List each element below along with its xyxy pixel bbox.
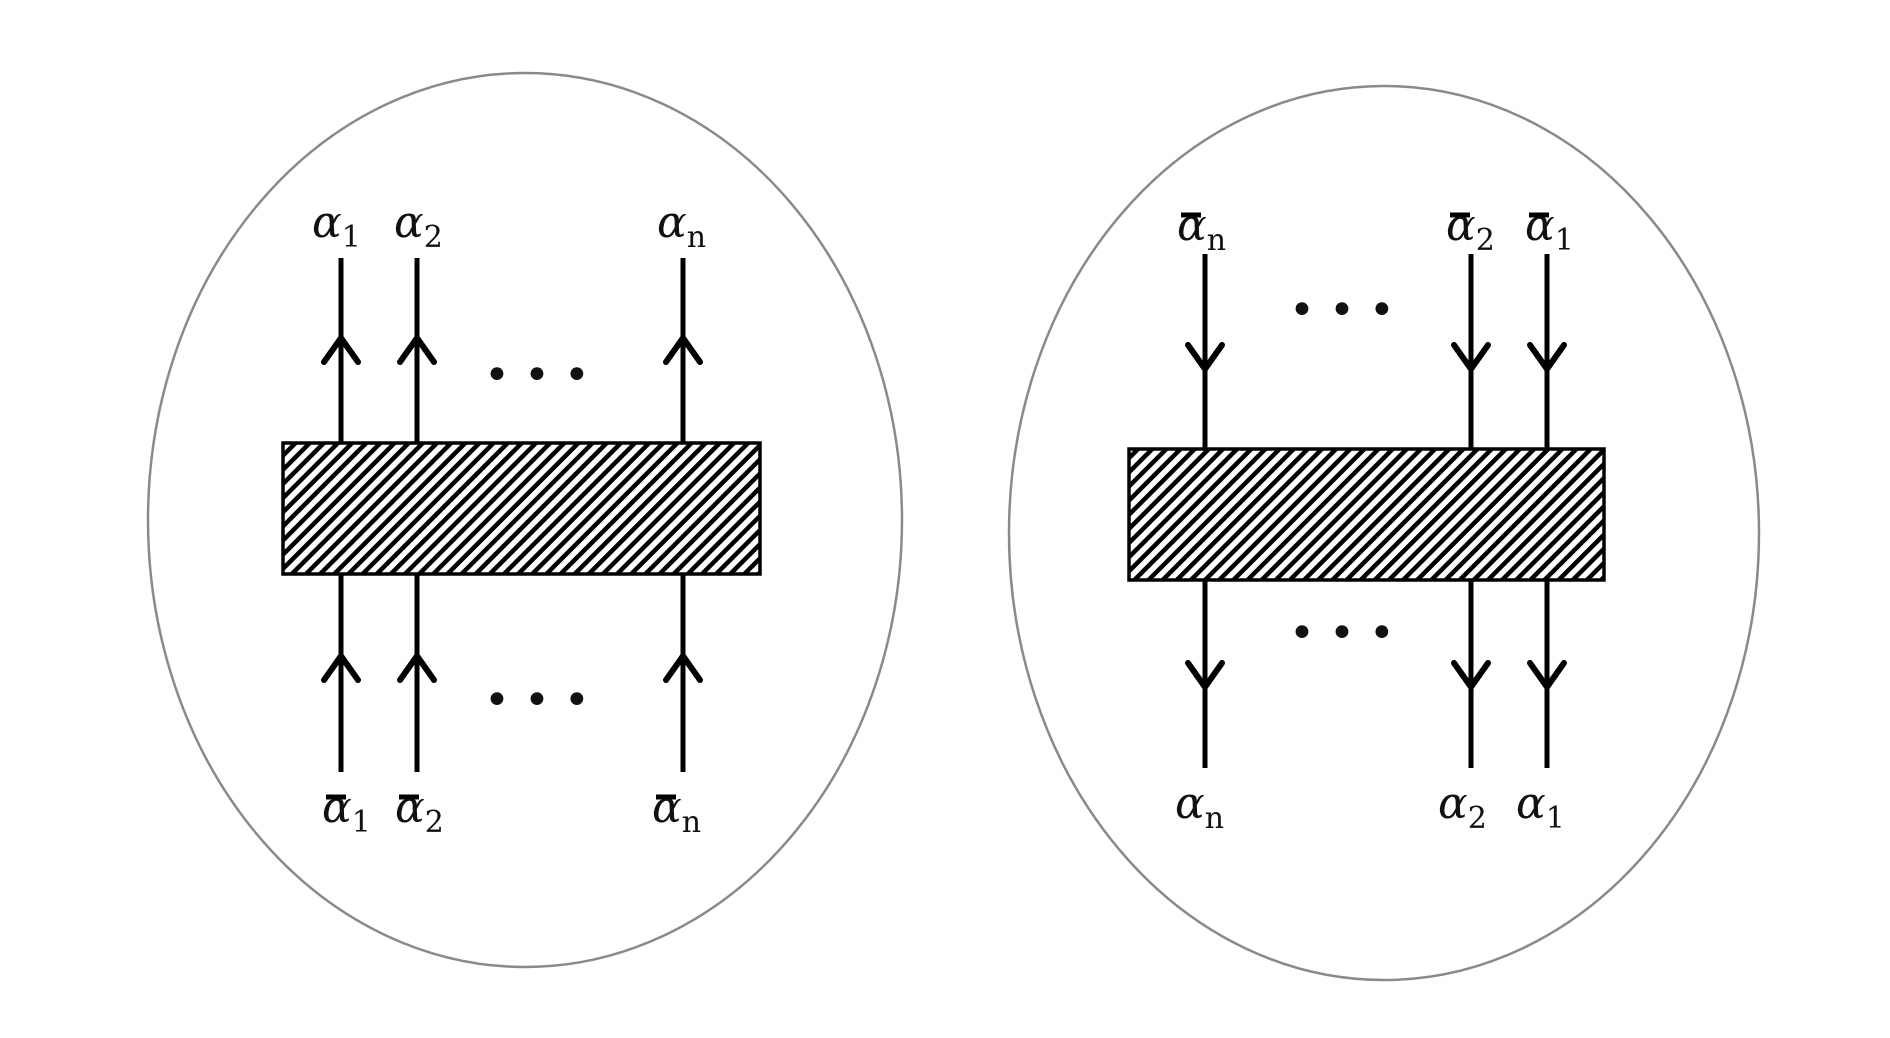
left-bottom-label-2: α2	[395, 782, 444, 840]
left-top-ellipsis: • • •	[484, 350, 590, 401]
left-panel: α1 α2 αn • • • • • • α1 α2	[146, 71, 904, 969]
left-arrowhead-up-n	[663, 332, 703, 365]
left-top-label-n: αn	[657, 197, 706, 255]
left-arrowhead-low-n	[663, 650, 703, 683]
left-top-label-1: α1	[312, 197, 361, 255]
right-arrowhead-up-2	[1451, 342, 1491, 375]
right-bottom-label-n: αn	[1175, 778, 1224, 836]
right-top-label-n: αn	[1177, 200, 1226, 258]
right-bottom-label-2: α2	[1438, 778, 1487, 836]
right-bottom-label-1: α1	[1516, 778, 1565, 836]
right-panel: αn α2 α1 • • • • • • αn	[1007, 84, 1761, 982]
right-arrowhead-low-2	[1451, 660, 1491, 693]
left-arrowhead-up-2	[397, 332, 437, 365]
right-top-ellipsis: • • •	[1289, 285, 1395, 336]
left-arrowhead-low-2	[397, 650, 437, 683]
right-top-label-2: α2	[1446, 200, 1495, 258]
left-arrowhead-low-1	[321, 650, 361, 683]
left-bottom-ellipsis: • • •	[484, 675, 590, 726]
right-top-label-1: α1	[1525, 200, 1574, 258]
left-top-label-2: α2	[394, 197, 443, 255]
right-bottom-ellipsis: • • •	[1289, 608, 1395, 659]
right-arrowhead-up-1	[1527, 342, 1567, 375]
right-arrowhead-low-1	[1527, 660, 1567, 693]
left-bottom-label-1: α1	[322, 782, 371, 840]
left-arrowhead-up-1	[321, 332, 361, 365]
right-arrowhead-up-n	[1185, 342, 1225, 375]
left-bottom-label-n: αn	[652, 782, 701, 840]
right-hatched-box	[1127, 447, 1606, 582]
right-arrowhead-low-n	[1185, 660, 1225, 693]
left-hatched-box	[281, 441, 762, 576]
